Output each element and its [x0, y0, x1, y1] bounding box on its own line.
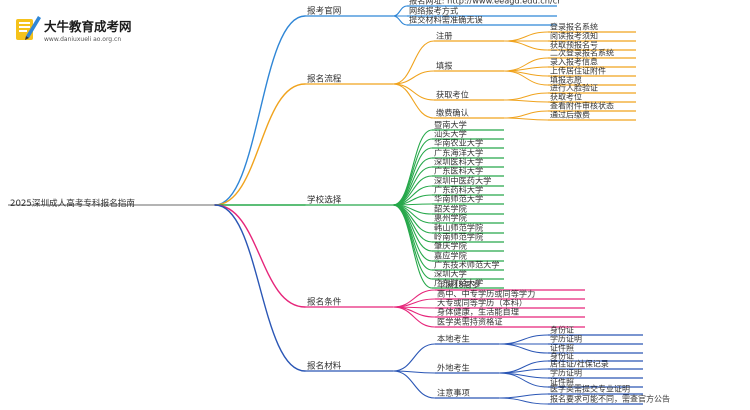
branch-2: 学校选择	[307, 194, 342, 206]
branch-2-item: 广东药科大学	[434, 185, 483, 195]
branch-0-item: 网络报考方式	[409, 6, 458, 16]
branch-2-item: 广东财经大学	[434, 278, 483, 288]
branch-4-item: 注意事项	[437, 388, 470, 398]
branch-2-item: 惠州学院	[434, 213, 467, 223]
branch-4-leaf: 身份证	[550, 351, 574, 361]
sub-link	[392, 157, 433, 206]
branch-2-item: 韩山师范学院	[434, 223, 483, 233]
branch-3: 报名条件	[307, 296, 342, 308]
branch-4-leaf: 证件照	[550, 343, 574, 353]
leaf-link	[498, 334, 549, 345]
leaf-link	[503, 66, 549, 72]
branch-4-item: 外地考生	[437, 363, 470, 373]
branch-2-item: 广东技术师范大学	[434, 260, 500, 270]
branch-1-leaf: 获取预报名号	[550, 40, 598, 50]
branch-2-item: 嘉应学院	[434, 251, 467, 261]
mindmap-nodes: 报考官网 报名网址: http://www.eeagd.edu.cn/cr网络报考…	[307, 0, 670, 404]
sub-link	[392, 204, 433, 289]
branch-4-leaf: 身份证	[550, 325, 574, 335]
sub-link	[392, 306, 436, 328]
sub-link	[392, 40, 435, 85]
sub-link	[392, 83, 435, 119]
leaf-link	[503, 70, 549, 86]
branch-4: 报名材料	[307, 360, 342, 372]
mindmap-links	[8, 5, 643, 405]
branch-1-leaf: 二次登录报名系统	[550, 48, 614, 58]
branch-1-item: 注册	[436, 31, 452, 41]
root-topic: 2025深圳成人高考专科报名指南	[10, 197, 135, 209]
branch-2-item: 暨南大学	[434, 120, 467, 130]
leaf-link	[503, 99, 549, 103]
branch-1-item: 填报	[436, 61, 452, 71]
branch-4-leaf: 学历证明	[550, 334, 582, 344]
branch-1-leaf: 填报志愿	[550, 75, 582, 85]
branch-3-item: 年满18周岁	[437, 280, 480, 290]
branch-0: 报考官网	[307, 5, 341, 17]
branch-link	[214, 204, 306, 308]
branch-1-item: 缴费确认	[436, 108, 469, 118]
branch-3-item: 高中、中专学历或同等学力	[437, 289, 535, 299]
leaf-link	[498, 393, 549, 399]
branch-2-item: 深圳大学	[434, 269, 467, 279]
branch-2-item: 深圳医科大学	[434, 157, 483, 167]
branch-1-leaf: 阅读报考须知	[550, 31, 598, 41]
branch-2-item: 韶关学院	[434, 204, 467, 214]
branch-1-leaf: 上传居住证附件	[550, 66, 606, 76]
site-logo: 大牛教育成考网 www.daniuxueli ao.org.cn	[16, 16, 132, 43]
leaf-link	[503, 110, 549, 119]
branch-1-leaf: 进行人脸验证	[550, 83, 598, 93]
branch-1-leaf: 通过后缴费	[550, 110, 590, 120]
branch-2-item: 肇庆学院	[434, 241, 467, 251]
leaf-link	[498, 368, 549, 374]
leaf-link	[498, 397, 549, 405]
branch-4-leaf: 证件照	[550, 377, 574, 387]
branch-2-item: 广东医科大学	[434, 166, 483, 176]
branch-4-leaf: 学历证明	[550, 368, 582, 378]
leaf-link	[503, 40, 549, 51]
branch-3-item: 身体健康，生活能自理	[437, 307, 519, 317]
branch-2-item: 华南农业大学	[434, 138, 483, 148]
branch-3-item: 大专或同等学历（本科）	[437, 298, 527, 308]
sub-link	[392, 70, 435, 85]
pencil-icon	[16, 16, 41, 40]
sub-link	[392, 83, 435, 101]
branch-3-item: 医学类需持资格证	[437, 317, 503, 327]
sub-link	[392, 5, 408, 17]
branch-0-item: 报名网址: http://www.eeagd.edu.cn/cr	[409, 0, 561, 6]
branch-1-leaf: 录入报考信息	[550, 57, 598, 67]
branch-4-leaf: 医学类需提交专业证明	[550, 384, 630, 394]
branch-2-item: 广东海洋大学	[434, 148, 483, 158]
sub-link	[392, 15, 408, 26]
branch-1-leaf: 查看附件审核状态	[550, 101, 614, 111]
logo-url: www.daniuxueli ao.org.cn	[44, 36, 121, 43]
leaf-link	[498, 343, 549, 354]
branch-4-leaf: 报名要求可能不同，需查官方公告	[550, 394, 670, 404]
branch-1: 报名流程	[307, 73, 342, 85]
leaf-link	[503, 117, 549, 121]
logo-title: 大牛教育成考网	[44, 19, 132, 34]
sub-link	[392, 204, 433, 271]
branch-2-item: 岭南师范学院	[434, 232, 483, 242]
leaf-link	[503, 92, 549, 101]
branch-2-item: 深圳中医药大学	[434, 176, 491, 186]
branch-1-leaf: 获取考位	[550, 92, 582, 102]
branch-1-leaf: 登录报名系统	[550, 22, 598, 32]
branch-link	[214, 15, 306, 206]
sub-link	[392, 343, 436, 372]
branch-2-item: 华南师范大学	[434, 194, 483, 204]
branch-0-item: 提交材料需准确无误	[409, 15, 483, 25]
leaf-link	[503, 31, 549, 42]
branch-link	[214, 83, 306, 206]
branch-1-item: 获取考位	[436, 90, 469, 100]
branch-4-item: 本地考生	[437, 334, 470, 344]
sub-link	[392, 289, 436, 308]
branch-link	[214, 204, 306, 372]
branch-2-item: 汕头大学	[434, 129, 467, 139]
sub-link	[392, 370, 436, 399]
branch-4-leaf: 居住证/社保记录	[550, 359, 609, 369]
sub-link	[392, 298, 436, 308]
leaf-link	[498, 372, 549, 388]
